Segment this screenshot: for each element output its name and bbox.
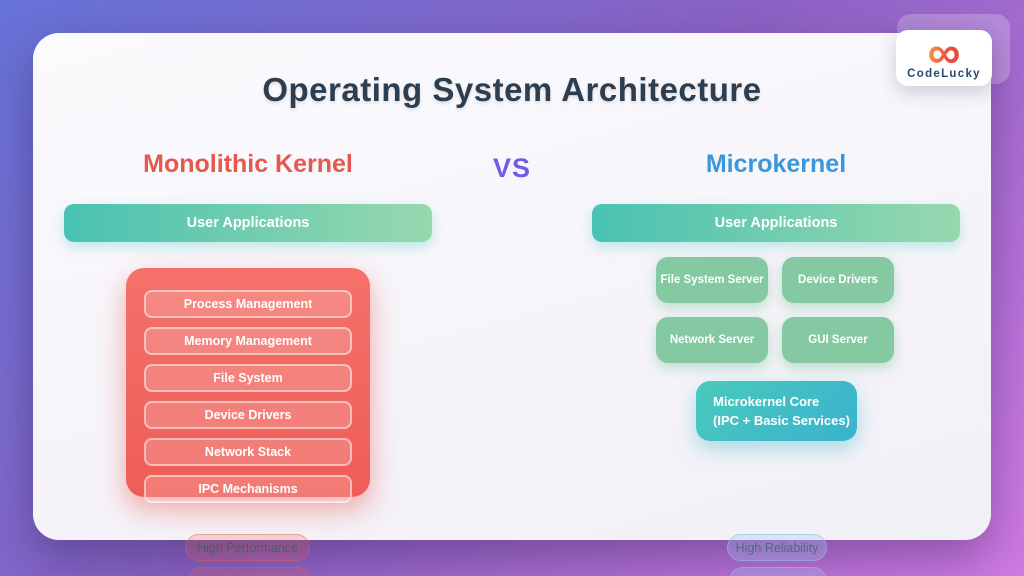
kernel-component: Network Stack [144,438,352,466]
kernel-component: Device Drivers [144,401,352,429]
badge-stub-left [188,567,310,576]
monolithic-kernel-box: Process Management Memory Management Fil… [126,268,370,503]
server-box-network: Network Server [656,317,768,363]
page-title: Operating System Architecture [262,71,762,108]
microkernel-core-box: Microkernel Core (IPC + Basic Services) [696,381,857,441]
monolithic-heading: Monolithic Kernel [143,150,353,178]
server-box-gui: GUI Server [782,317,894,363]
kernel-component: IPC Mechanisms [144,475,352,503]
core-subtitle: (IPC + Basic Services) [713,413,850,428]
kernel-component: File System [144,364,352,392]
badge-stub-right [729,567,827,576]
brand-name: CodeLucky [907,67,981,80]
kernel-component: Process Management [144,290,352,318]
badge-high-reliability: High Reliability [727,534,827,561]
server-box-device-drivers: Device Drivers [782,257,894,303]
kernel-component: Memory Management [144,327,352,355]
server-box-file-system: File System Server [656,257,768,303]
infinity-icon: ∞ [927,25,961,78]
microkernel-heading: Microkernel [705,150,847,178]
main-card: Operating System Architecture Monolithic… [33,33,991,540]
codelucky-logo: ∞ CodeLucky [896,25,992,86]
microkernel-user-apps-bar: User Applications [592,204,960,242]
monolithic-user-apps-bar: User Applications [64,204,432,242]
core-title: Microkernel Core [713,393,820,409]
vs-label: VS [492,153,532,183]
badge-high-performance: High Performance [185,534,310,561]
